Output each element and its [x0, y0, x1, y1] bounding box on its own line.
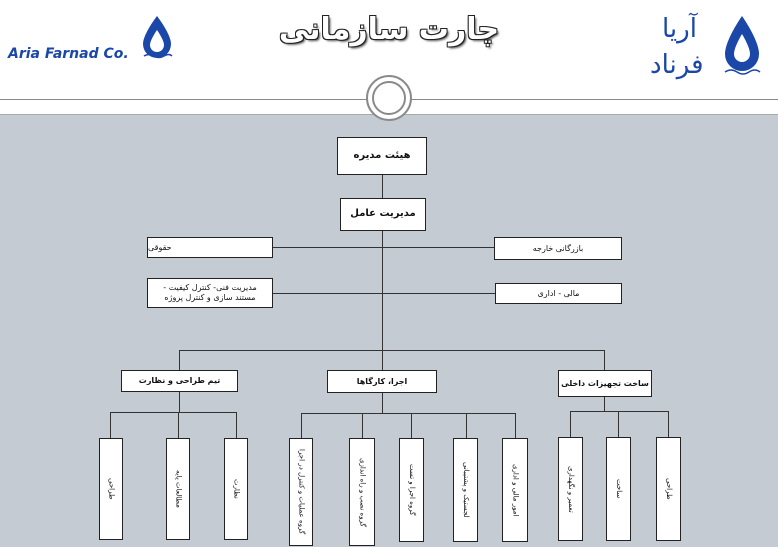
node-design-team: تیم طراحی و نظارت	[121, 370, 238, 392]
connector-execution-sub-3	[411, 413, 412, 438]
node-design-sub-3: نظارت	[224, 438, 248, 540]
connector-equipment-sub-3	[668, 411, 669, 437]
node-execution: اجرا، کارگاها	[327, 370, 437, 393]
water-drop-logo-icon	[140, 14, 174, 64]
connector-technical-finance	[273, 293, 495, 294]
node-execution-sub-4: لجستیک و پشتیبانی	[453, 438, 478, 542]
brand-name-english: Aria Farnad Co.	[8, 46, 129, 62]
node-execution-sub-2: گروه نصب و راه اندازی	[349, 438, 375, 546]
connector-legal-trade	[273, 247, 494, 248]
connector-execution-down	[382, 393, 383, 413]
connector-execution-sub-2	[362, 413, 363, 438]
connector-execution-sub-bus	[301, 413, 515, 414]
node-equipment-sub-1: تعمیر و نگهداری	[558, 437, 583, 541]
connector-equipment	[604, 350, 605, 370]
node-legal: حقوقی	[147, 237, 273, 258]
connector-execution-sub-5	[515, 413, 516, 438]
water-drop-logo-icon	[722, 14, 762, 80]
node-technical: مدیریت فنی- کنترل کیفیت - مستند سازی و ک…	[147, 278, 273, 308]
connector-design-sub-1	[110, 412, 111, 438]
connector-execution-sub-1	[301, 413, 302, 438]
connector-equipment-sub-bus	[570, 411, 668, 412]
connector-execution-sub-4	[466, 413, 467, 438]
connector-design-sub-3	[236, 412, 237, 438]
node-equipment-sub-3: طراحی	[656, 437, 681, 541]
connector-design-team	[179, 350, 180, 370]
node-equipment-sub-2: ساخت	[606, 437, 631, 541]
brand-name-persian-top: آریا	[662, 14, 697, 44]
node-design-sub-2: مطالعات پایه	[166, 438, 190, 540]
page-title: چارت سازمانی	[278, 12, 500, 47]
node-foreign-trade: بازرگانی خارجه	[494, 237, 622, 260]
node-board: هیئت مدیره	[337, 137, 427, 175]
connector-design-sub-bus	[110, 412, 236, 413]
node-design-sub-1: طراحی	[99, 438, 123, 540]
connector-board-ceo	[382, 175, 383, 198]
node-execution-sub-3: گروه اجرا و تست	[399, 438, 424, 542]
node-ceo: مدیریت عامل	[340, 198, 426, 231]
connector-equipment-down	[604, 397, 605, 411]
node-internal-equipment: ساخت تجهیزات داخلی	[558, 370, 652, 397]
node-finance: مالی - اداری	[495, 283, 622, 304]
connector-divisions-bus	[179, 350, 604, 351]
connector-ceo-trunk	[382, 231, 383, 350]
node-execution-sub-5: امور مالی و اداری	[502, 438, 528, 542]
connector-design-down	[179, 392, 180, 412]
connector-equipment-sub-2	[618, 411, 619, 437]
node-execution-sub-1: گروه عملیات و کنترل در اجرا	[289, 438, 313, 546]
decorative-circle-inner-icon	[372, 81, 406, 115]
connector-execution	[382, 350, 383, 370]
connector-design-sub-2	[178, 412, 179, 438]
brand-name-persian-bottom: فرناد	[650, 50, 704, 80]
connector-equipment-sub-1	[570, 411, 571, 437]
